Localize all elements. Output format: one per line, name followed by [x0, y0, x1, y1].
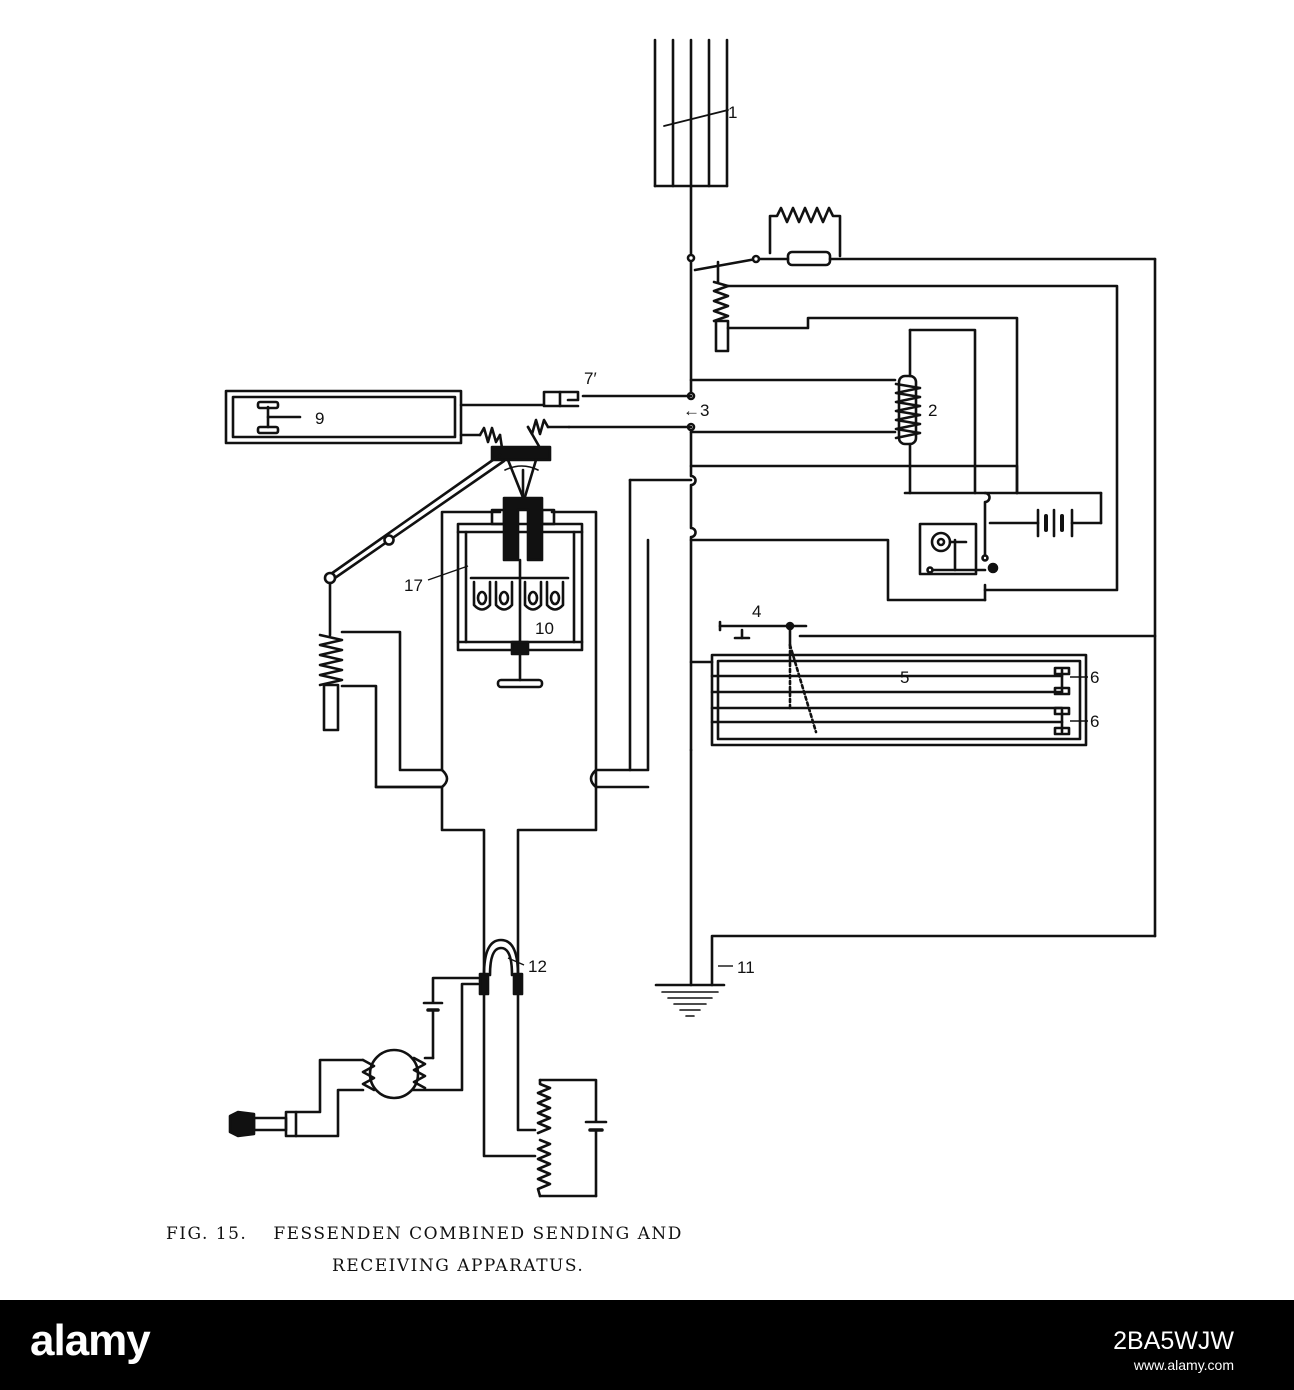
figure-caption-line1: FIG. 15. FESSENDEN COMBINED SENDING AND [166, 1224, 683, 1244]
watermark-url: www.alamy.com [1133, 1357, 1234, 1373]
condenser-box-5 [710, 653, 1088, 747]
label-7-prime: 7′ [584, 369, 597, 388]
label-6a: 6 [1090, 668, 1099, 687]
figure-number: FIG. 15. [166, 1224, 248, 1244]
label-12: 12 [528, 957, 547, 976]
telephone-circuit [228, 976, 480, 1138]
battery [988, 508, 1074, 538]
rheostat-battery [536, 1078, 608, 1198]
label-5: 5 [900, 668, 909, 687]
antenna-switch-relay [693, 206, 1157, 938]
diagram-labels: 1 2 ←3 4 5 6 6 7′ 9 10 11 12 17 [315, 103, 1099, 977]
antenna-lead-wire [686, 184, 696, 398]
figure-caption-line2: RECEIVING APPARATUS. [332, 1256, 585, 1276]
label-11: 11 [737, 958, 755, 977]
antenna [653, 38, 729, 188]
lever-solenoid [318, 453, 506, 789]
circuit-diagram: 1 2 ←3 4 5 6 6 7′ 9 10 11 12 17 [224, 38, 1157, 1198]
label-2: 2 [928, 401, 937, 420]
label-3: ←3 [683, 401, 709, 420]
receiver-enclosure [440, 468, 598, 789]
arc-leads [459, 418, 571, 502]
figure-title-part1: FESSENDEN COMBINED SENDING AND [273, 1224, 683, 1244]
label-10: 10 [535, 619, 554, 638]
image-id: 2BA5WJW [1113, 1327, 1234, 1355]
condenser-box-9 [224, 389, 463, 445]
label-1: 1 [728, 103, 737, 122]
alamy-logo: alamy [30, 1316, 151, 1365]
watermark-footer: alamy 2BA5WJW www.alamy.com [0, 1300, 1294, 1390]
label-9: 9 [315, 409, 324, 428]
key-4 [718, 620, 1157, 734]
label-4: 4 [752, 602, 761, 621]
spark-gap-7 [459, 390, 580, 408]
crossover-wiring [374, 478, 650, 977]
inductance-coil-2 [689, 328, 1103, 525]
detector-12 [478, 938, 537, 1158]
junction-3-wiring [567, 378, 897, 987]
ground-11 [654, 934, 1157, 1017]
label-6b: 6 [1090, 712, 1099, 731]
label-17: 17 [404, 576, 423, 595]
relay-instrument [594, 478, 999, 772]
